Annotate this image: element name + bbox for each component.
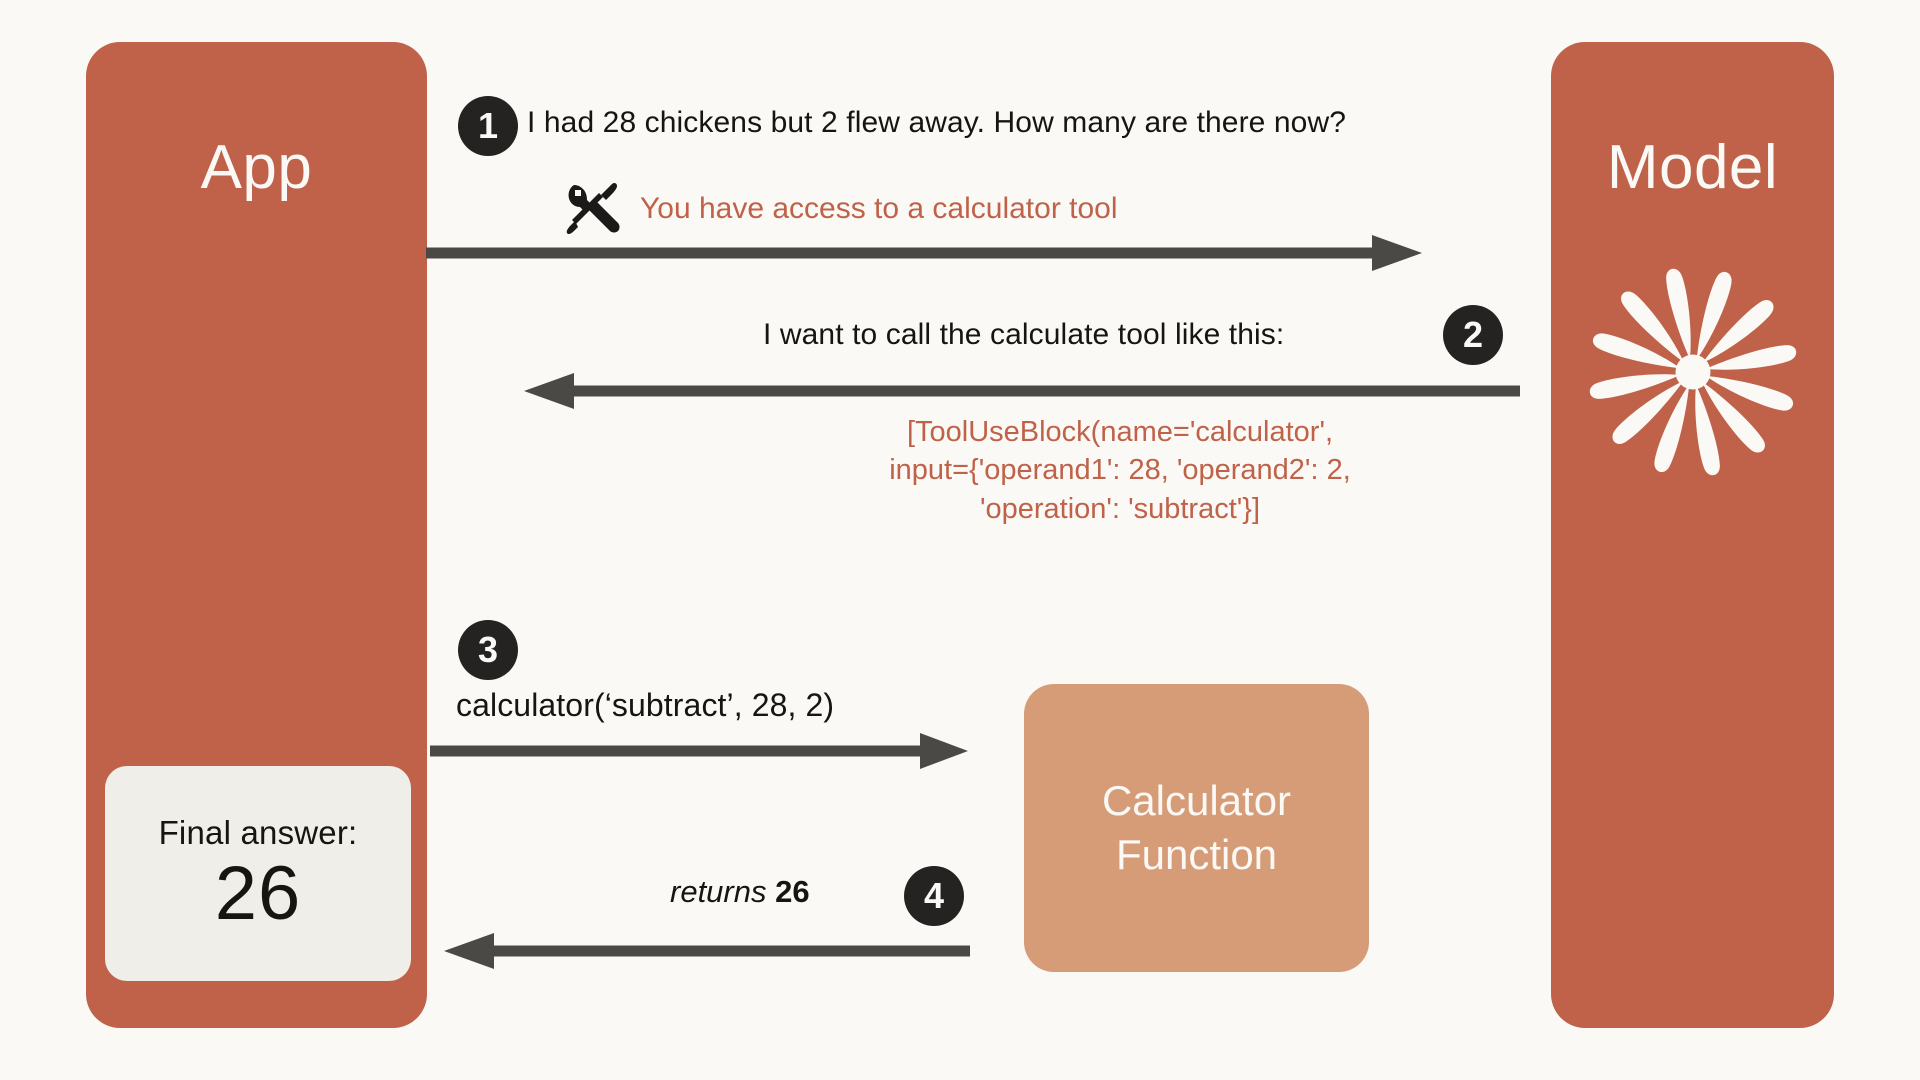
calculator-box-line1: Calculator [1101, 777, 1292, 825]
arrow-model-to-app [524, 373, 1520, 409]
step3-call-text: calculator(‘subtract’, 28, 2) [456, 687, 835, 723]
step-badge-1: 1 [458, 96, 518, 156]
step1-prompt-text: I had 28 chickens but 2 flew away. How m… [527, 106, 1347, 139]
hammer-and-wrench-icon [566, 182, 620, 235]
arrow-app-to-calculator [430, 733, 968, 769]
calculator-box-line2: Function [1115, 831, 1278, 878]
final-answer-label: Final answer: [158, 813, 358, 851]
step2-intro-text: I want to call the calculate tool like t… [763, 318, 1285, 351]
step1-tool-note: You have access to a calculator tool [560, 177, 1118, 241]
step4-returns-value: 26 [775, 874, 810, 909]
app-lane-title: App [200, 133, 313, 202]
calculator-function-box: Calculator Function [1024, 684, 1369, 972]
arrow-calculator-to-app [444, 933, 970, 969]
step4-returns-label: returns [670, 874, 767, 909]
tool-use-block-line1: [ToolUseBlock(name='calculator', [906, 416, 1334, 448]
final-answer-card: Final answer: 26 [105, 766, 411, 981]
step-badge-2: 2 [1443, 305, 1503, 365]
step1-tool-note-text: You have access to a calculator tool [640, 192, 1118, 225]
tool-use-block-line3: 'operation': 'subtract'}] [979, 492, 1261, 525]
step-badge-3: 3 [458, 620, 518, 680]
final-answer-value: 26 [214, 850, 302, 936]
model-lane: Model [1551, 42, 1834, 1028]
tool-use-block-line2: input={'operand1': 28, 'operand2': 2, [889, 454, 1351, 487]
model-lane-title: Model [1606, 133, 1779, 202]
step2-tool-use-block: [ToolUseBlock(name='calculator', input={… [790, 413, 1450, 528]
anthropic-starburst-icon [1589, 268, 1796, 476]
arrow-app-to-model [426, 235, 1422, 271]
step-badge-4: 4 [904, 866, 964, 926]
step4-returns-text: returns 26 [670, 874, 810, 910]
